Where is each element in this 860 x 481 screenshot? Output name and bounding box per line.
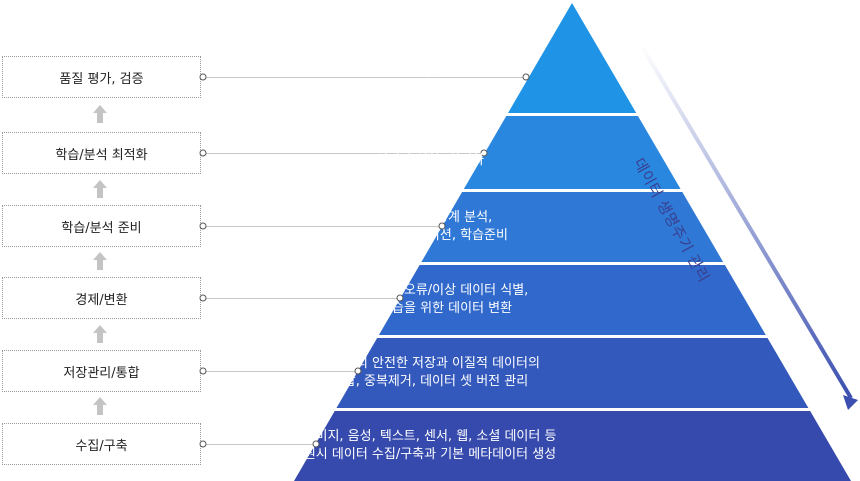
- connector-node: [199, 149, 207, 157]
- stage-box-quality: 품질 평가, 검증: [2, 56, 201, 98]
- pyramid-band: [463, 116, 681, 189]
- pyramid-band: [294, 411, 851, 481]
- stage-box-optimize: 학습/분석 최적화: [2, 132, 201, 174]
- connector-node: [354, 367, 362, 375]
- stage-label: 학습/분석 준비: [61, 220, 142, 236]
- connector-node: [522, 73, 530, 81]
- up-arrow-icon: [93, 180, 107, 198]
- connector-line: [203, 153, 483, 154]
- connector-line: [203, 298, 399, 299]
- stage-box-prepare: 학습/분석 준비: [2, 205, 201, 247]
- pyramid-band: [421, 192, 724, 262]
- connector-node: [199, 440, 207, 448]
- up-arrow-icon: [93, 252, 107, 270]
- stage-label: 품질 평가, 검증: [59, 71, 144, 87]
- connector-line: [203, 371, 357, 372]
- pyramid-band: [508, 3, 637, 113]
- connector-node: [199, 294, 207, 302]
- connector-node: [199, 222, 207, 230]
- connector-node: [480, 149, 488, 157]
- lifecycle-arrowhead-icon: [843, 395, 858, 410]
- stage-box-transform: 경제/변환: [2, 277, 201, 319]
- connector-node: [438, 222, 446, 230]
- up-arrow-icon: [93, 397, 107, 415]
- connector-node: [199, 73, 207, 81]
- stage-label: 저장관리/통합: [63, 365, 140, 381]
- up-arrow-icon: [93, 325, 107, 343]
- up-arrow-icon: [93, 105, 107, 123]
- lifecycle-arrow: [639, 43, 853, 400]
- stage-label: 수집/구축: [75, 438, 128, 454]
- connector-line: [203, 226, 441, 227]
- pyramid-band: [336, 338, 809, 408]
- stage-box-storage: 저장관리/통합: [2, 350, 201, 392]
- pyramid-band: [378, 265, 766, 335]
- connector-node: [312, 440, 320, 448]
- stage-box-collect: 수집/구축: [2, 423, 201, 465]
- stage-label: 학습/분석 최적화: [55, 147, 148, 163]
- connector-line: [203, 444, 315, 445]
- connector-line: [203, 77, 525, 78]
- connector-node: [396, 294, 404, 302]
- stage-label: 경제/변환: [75, 292, 128, 308]
- connector-node: [199, 367, 207, 375]
